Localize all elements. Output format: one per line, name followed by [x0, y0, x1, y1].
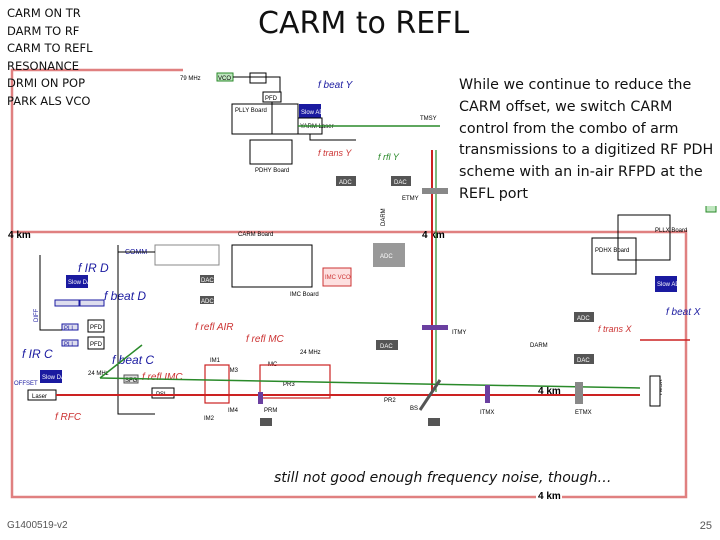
label: f beat C: [112, 353, 154, 367]
label: DARM: [381, 208, 387, 226]
pfd-label: PFD: [265, 96, 278, 102]
label: DAC: [380, 344, 393, 350]
label: f beat D: [104, 289, 146, 303]
label: DAC: [201, 278, 214, 284]
label: f beat Y: [318, 80, 354, 91]
page-number: 25: [699, 520, 712, 532]
label: ITMY: [452, 330, 466, 336]
label: OFFSET: [14, 381, 38, 387]
label: f trans X: [598, 324, 633, 334]
label: IMC VCO: [325, 275, 351, 281]
y-arm: ITMY: [422, 150, 466, 392]
label: 24 MHz: [300, 350, 321, 356]
slow-dac-box: Slow DAC: [68, 280, 96, 286]
label: ADC: [380, 254, 393, 260]
sequence-item: DARM TO RF: [7, 23, 80, 38]
sequence-item: CARM ON TR: [7, 6, 81, 20]
label: 24 MHz: [88, 371, 109, 377]
corner-station: CARM Board COMM DAC ADC IMC Board IMC VC…: [14, 232, 440, 426]
y-end-station: 79 MHz VCO PFD PLLY Board Slow ADC YARM …: [180, 72, 440, 226]
label: PRM: [264, 408, 277, 414]
dac-box: DAC: [394, 180, 407, 186]
etmy-mirror: [422, 188, 448, 194]
slide-note: still not good enough frequency noise, t…: [274, 470, 612, 486]
x-end-station: PLLX Board PDHX Board Slow ADC ADC DAC D…: [530, 203, 717, 407]
sequence-list: CARM ON TR DARM TO RF CARM TO REFL RESON…: [7, 5, 92, 110]
itmx-mirror: [485, 385, 490, 403]
label: Slow ADC: [657, 282, 685, 288]
sequence-item: PARK ALS VCO: [7, 93, 91, 108]
label: DAC: [577, 358, 590, 364]
label: YARM Laser: [300, 124, 334, 130]
label: DARM: [530, 343, 548, 349]
label: PLL: [64, 342, 75, 348]
label: TMSY: [420, 116, 437, 122]
slide-body-text: While we continue to reduce the CARM off…: [459, 75, 720, 206]
label: f IR D: [78, 261, 109, 275]
label: f beat X: [666, 307, 701, 318]
label: PR2: [384, 398, 396, 404]
label: TMSX: [658, 379, 664, 396]
label: ETMY: [402, 196, 419, 202]
label: f trans Y: [318, 148, 352, 158]
distance-label: 4 km: [422, 230, 445, 241]
label: PDHY Board: [255, 168, 289, 174]
label: f IR C: [22, 347, 53, 361]
slow-adc-box: [299, 104, 321, 120]
arm-boundary: [10, 68, 688, 499]
document-number: G1400519-v2: [7, 520, 68, 531]
distance-label: 4 km: [538, 491, 561, 502]
distance-label: 4 km: [8, 230, 31, 241]
label: VCO: [218, 76, 231, 82]
label: PR3: [283, 382, 295, 388]
label: PFD: [90, 342, 103, 348]
label: ADC: [201, 299, 214, 305]
label: f refl IMC: [142, 372, 183, 383]
label: PFD: [90, 325, 103, 331]
label: f refl AIR: [195, 322, 234, 333]
label: DIFF: [34, 308, 40, 322]
label: IM2: [204, 416, 215, 422]
main-beams: ITMX ETMX: [56, 344, 641, 416]
adc-box: ADC: [339, 180, 352, 186]
label: f RFC: [55, 412, 82, 423]
slow-dac-box: Slow DAC: [42, 375, 70, 381]
label: PLLX Board: [655, 228, 687, 234]
label: IM4: [228, 408, 239, 414]
label: Slow ADC: [301, 110, 329, 116]
label: IM3: [228, 368, 239, 374]
label: PDHX Board: [595, 248, 629, 254]
laser-box: Laser: [32, 394, 47, 400]
label: BS: [410, 406, 418, 412]
sequence-item: DRMI ON POP: [7, 76, 86, 90]
label: 79 MHz: [180, 76, 201, 82]
label: IM1: [210, 358, 221, 364]
slide-title: CARM to REFL: [258, 6, 470, 41]
label: IMC Board: [290, 292, 319, 298]
sequence-item: CARM TO REFL: [7, 41, 93, 55]
label: PLL: [64, 326, 75, 332]
etmx-mirror: [575, 382, 583, 404]
label: ETMX: [575, 410, 592, 416]
label: CARM Board: [238, 232, 273, 238]
label: f refl MC: [246, 334, 285, 345]
label: ITMX: [480, 410, 494, 416]
label: SFG: [125, 378, 138, 384]
distance-label: 4 km: [538, 386, 561, 397]
itmy-mirror: [422, 325, 448, 330]
plly-label: PLLY Board: [235, 108, 267, 114]
label: ADC: [577, 316, 590, 322]
label: f rfl Y: [378, 152, 400, 162]
prm-mirror: [258, 392, 263, 404]
sequence-item: RESONANCE: [7, 58, 79, 73]
